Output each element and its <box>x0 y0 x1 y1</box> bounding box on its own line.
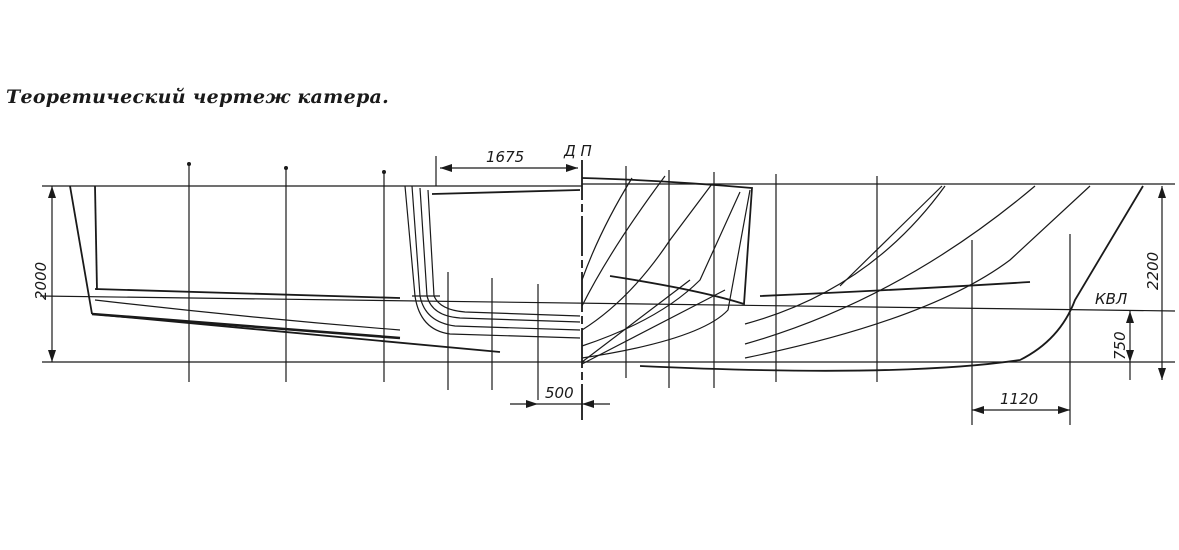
dim-bottom-offset <box>510 400 610 408</box>
dim-half-breadth <box>440 164 578 172</box>
dim-label-500: 500 <box>545 384 574 402</box>
stern-profile <box>69 185 501 353</box>
label-waterline: КВЛ <box>1095 290 1127 308</box>
body-plan-aft <box>404 156 581 400</box>
dim-label-2000: 2000 <box>32 262 50 300</box>
label-centerline: Д П <box>563 142 592 160</box>
dim-draft <box>1126 311 1134 380</box>
dim-label-2200: 2200 <box>1144 252 1162 290</box>
half-breadth-fwd <box>639 174 1144 425</box>
dim-depth-aft <box>48 186 56 362</box>
waterline-kvl <box>39 295 1176 312</box>
drawing-title: Теоретический чертеж катера. <box>6 86 390 108</box>
dim-forefoot <box>972 406 1070 414</box>
dim-depth-fwd <box>1158 186 1166 380</box>
dim-label-750: 750 <box>1111 331 1129 360</box>
dim-label-1675: 1675 <box>486 148 524 166</box>
station-lines-aft <box>187 162 386 382</box>
body-plan-fwd <box>581 166 753 388</box>
dim-label-1120: 1120 <box>1000 390 1038 408</box>
